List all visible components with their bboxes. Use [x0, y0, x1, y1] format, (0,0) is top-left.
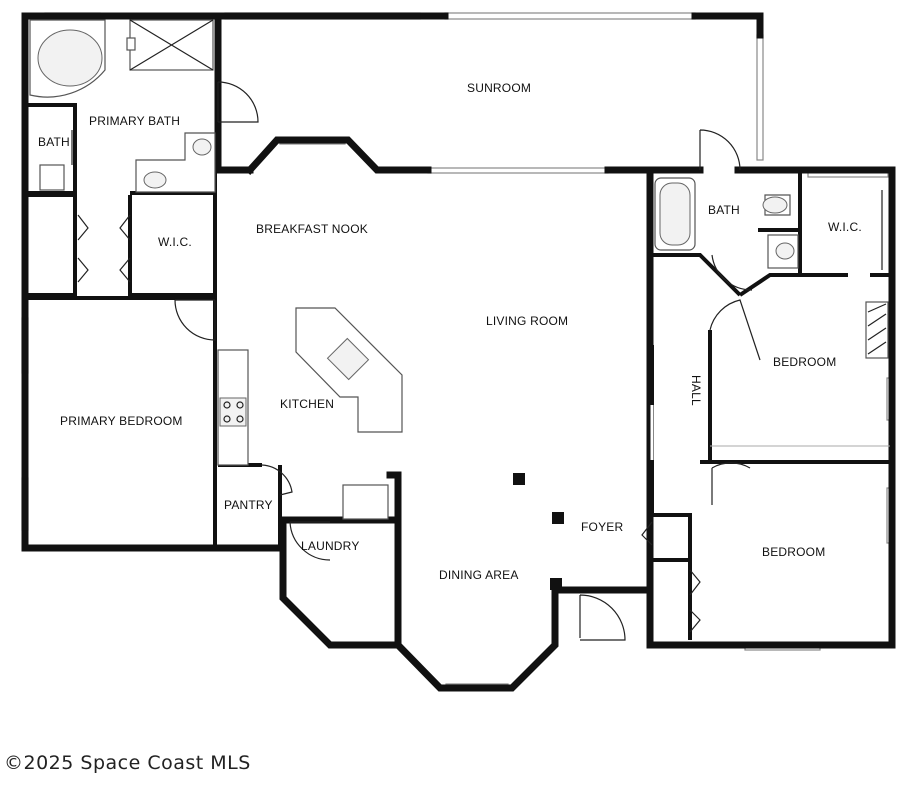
sink-icon — [775, 242, 795, 260]
toilet-icon — [762, 196, 788, 214]
room-label-hall: HALL — [689, 375, 703, 406]
room-label-bath-small: BATH — [38, 135, 70, 149]
room-labels: SUNROOM PRIMARY BATH BATH W.I.C. BREAKFA… — [38, 81, 862, 582]
room-label-bath-right: BATH — [708, 203, 740, 217]
room-label-foyer: FOYER — [581, 520, 623, 534]
room-label-laundry: LAUNDRY — [301, 539, 360, 553]
room-label-bedroom-lower: BEDROOM — [762, 545, 825, 559]
room-label-living-room: LIVING ROOM — [486, 314, 568, 328]
sink-icon — [192, 138, 212, 156]
room-label-primary-bedroom: PRIMARY BEDROOM — [60, 414, 183, 428]
walls — [21, 12, 896, 692]
room-label-pantry: PANTRY — [224, 498, 273, 512]
room-label-bedroom-upper: BEDROOM — [773, 355, 836, 369]
room-label-wic-left: W.I.C. — [158, 235, 192, 249]
bathtub-icon — [659, 182, 691, 246]
doors — [71, 81, 883, 641]
room-label-breakfast-nook: BREAKFAST NOOK — [256, 222, 368, 236]
room-label-kitchen: KITCHEN — [280, 397, 334, 411]
room-label-primary-bath: PRIMARY BATH — [89, 114, 180, 128]
tub-icon — [37, 29, 103, 87]
fixtures — [29, 19, 890, 520]
room-label-wic-right: W.I.C. — [828, 220, 862, 234]
watermark: ©2025 Space Coast MLS — [4, 752, 251, 774]
room-label-sunroom: SUNROOM — [467, 81, 531, 95]
sink-icon — [143, 171, 167, 189]
room-label-dining-area: DINING AREA — [439, 568, 519, 582]
kitchen-sink-icon — [326, 337, 370, 381]
